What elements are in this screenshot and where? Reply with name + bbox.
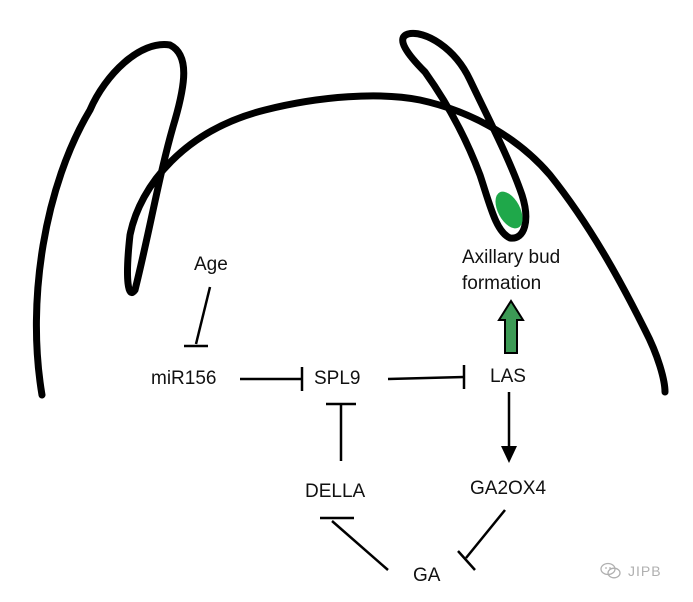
edge-ga-della — [331, 520, 389, 571]
watermark-text: JIPB — [628, 563, 662, 579]
edge-las-ga2ox4-arrowhead — [501, 446, 517, 463]
node-age: Age — [194, 254, 228, 275]
node-spl9: SPL9 — [314, 368, 361, 389]
node-ga2ox4: GA2OX4 — [470, 478, 547, 499]
shoot-outline — [32, 41, 669, 399]
node-axillary-bud-line1: Axillary bud — [462, 247, 561, 268]
edge-ga2ox4-ga-bar — [457, 550, 476, 571]
wechat-icon — [600, 562, 622, 580]
edge-age-mir156 — [194, 286, 212, 345]
node-axillary-bud-line2: formation — [462, 273, 542, 294]
node-mir156: miR156 — [151, 368, 217, 389]
leaf-primordium-outline — [399, 29, 530, 242]
node-las: LAS — [490, 366, 526, 387]
watermark: JIPB — [600, 562, 662, 580]
node-ga: GA — [413, 565, 441, 586]
edge-spl9-las — [387, 375, 465, 381]
edge-las-axillary-bud-arrow — [497, 299, 525, 354]
axillary-bud-shape — [495, 191, 523, 229]
node-della: DELLA — [305, 481, 366, 502]
edge-ga2ox4-ga — [465, 509, 506, 559]
